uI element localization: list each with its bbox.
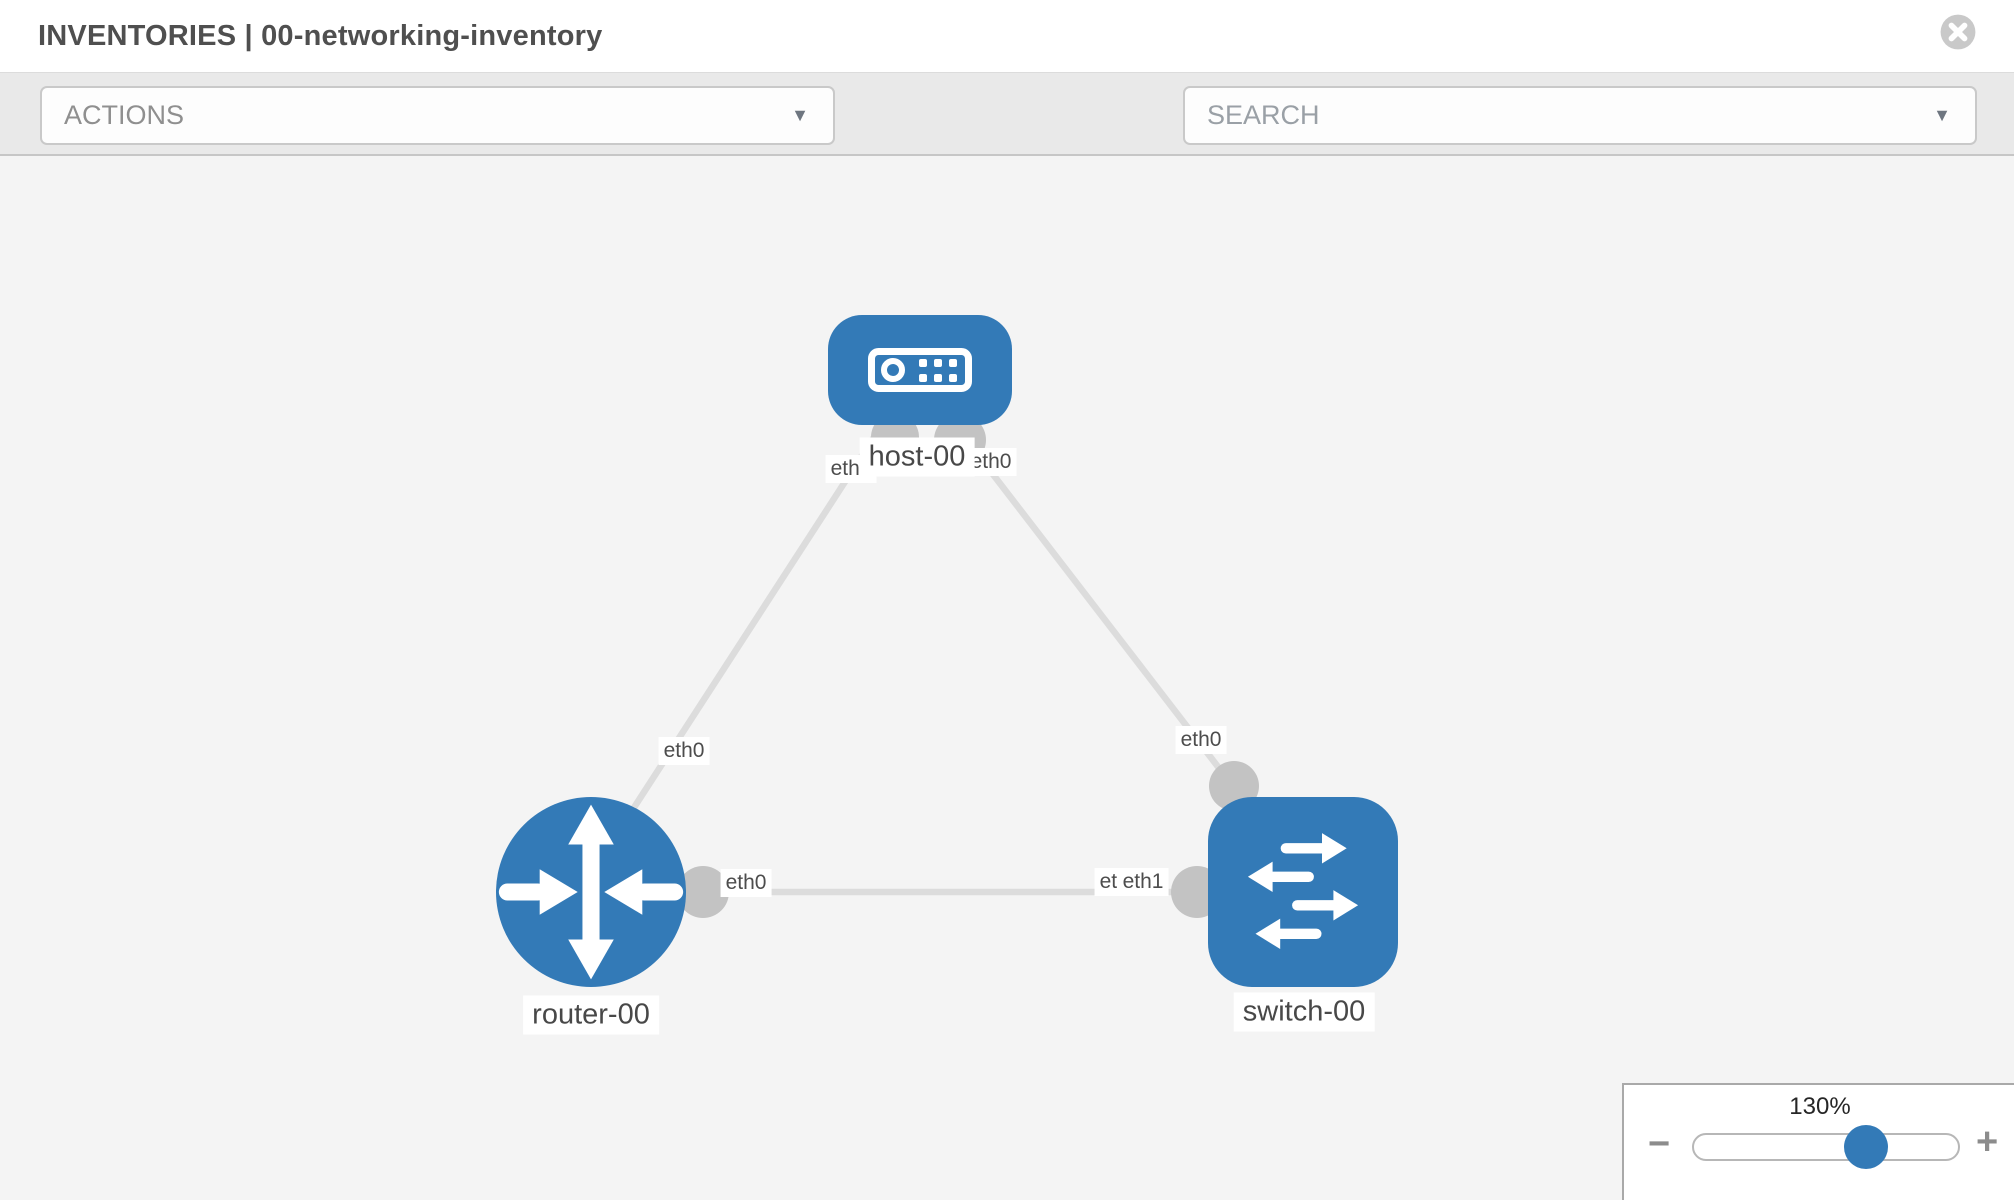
node-router-00[interactable] <box>496 797 686 987</box>
caret-down-icon: ▼ <box>791 105 809 125</box>
interface-label: eth1 <box>1117 868 1169 896</box>
node-switch-00[interactable] <box>1208 797 1398 987</box>
interface-label: eth0 <box>720 869 772 897</box>
search-placeholder: SEARCH <box>1207 100 1320 130</box>
port-circle <box>677 866 729 918</box>
close-button[interactable] <box>1939 13 1977 51</box>
header: INVENTORIES | 00-networking-inventory <box>0 0 2014 72</box>
close-icon <box>1940 14 1976 50</box>
zoom-level-value: 130% <box>1789 1093 1851 1120</box>
caret-down-icon: ▼ <box>1933 105 1951 125</box>
zoom-out-button[interactable]: − <box>1648 1123 1671 1165</box>
switch-icon <box>1247 833 1359 949</box>
topology-links-layer <box>597 413 1265 918</box>
node-label-switch: switch-00 <box>1233 992 1375 1032</box>
zoom-slider[interactable] <box>1692 1125 1960 1169</box>
actions-dropdown[interactable]: ACTIONS ▼ <box>40 86 835 145</box>
zoom-slider-knob[interactable] <box>1844 1125 1888 1169</box>
node-host-00[interactable] <box>828 315 1012 425</box>
page-title: INVENTORIES | 00-networking-inventory <box>38 20 603 52</box>
host-server-icon <box>868 348 972 392</box>
search-dropdown[interactable]: SEARCH ▼ <box>1183 86 1977 145</box>
zoom-in-button[interactable]: + <box>1976 1121 1999 1163</box>
zoom-panel: 130% − + <box>1622 1083 2014 1200</box>
link-host-router <box>597 418 888 862</box>
toolbar: ACTIONS ▼ SEARCH ▼ <box>0 72 2014 205</box>
node-label-router: router-00 <box>523 995 659 1035</box>
interface-label: eth0 <box>1175 726 1227 754</box>
node-label-host: host-00 <box>859 437 975 477</box>
topology-canvas[interactable]: host-00 router-00 switch-00 eth0 eth0 et… <box>0 156 2014 1200</box>
link-host-switch <box>952 423 1265 826</box>
actions-dropdown-label: ACTIONS <box>64 100 185 130</box>
router-icon <box>498 804 684 980</box>
interface-label: eth0 <box>658 737 710 765</box>
